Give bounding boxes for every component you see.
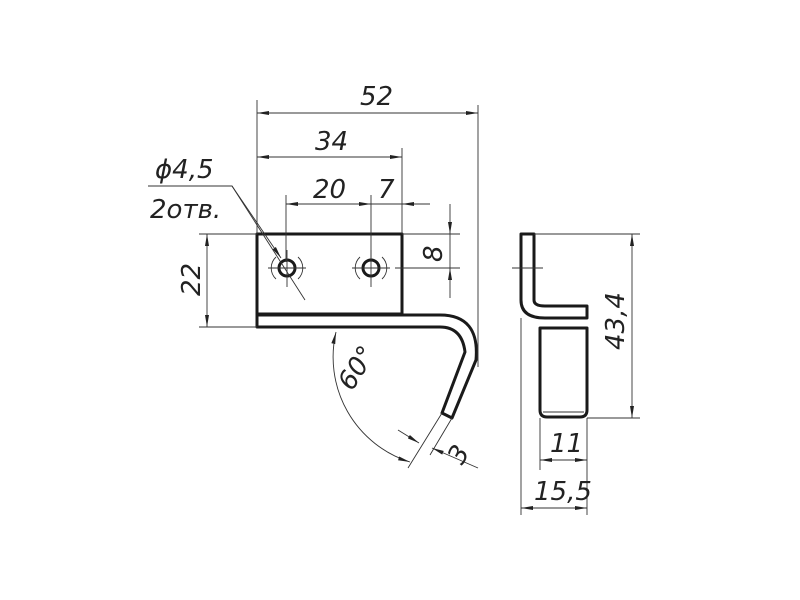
bent-strip [255, 313, 478, 420]
side-profile [519, 232, 589, 320]
hole-left [268, 250, 306, 287]
dim-7: 7 [378, 175, 395, 205]
dim-15-5: 15,5 [534, 477, 592, 507]
dim-43-4: 43,4 [601, 292, 631, 350]
dim-60-deg: 60° [332, 341, 382, 396]
mounting-plate [255, 232, 404, 316]
dim-34: 34 [315, 127, 348, 157]
side-view [512, 232, 640, 515]
hole-diameter-note: ϕ4,5 [155, 155, 214, 185]
hole-count-note: 2отв. [150, 195, 221, 225]
dim-20: 20 [313, 175, 346, 205]
dim-8: 8 [419, 245, 449, 262]
front-view [255, 232, 478, 420]
dim-11: 11 [550, 429, 583, 459]
dim-52: 52 [360, 82, 393, 112]
lower-flange [538, 326, 589, 419]
dim-22: 22 [177, 263, 207, 296]
dimension-lines [148, 100, 479, 469]
